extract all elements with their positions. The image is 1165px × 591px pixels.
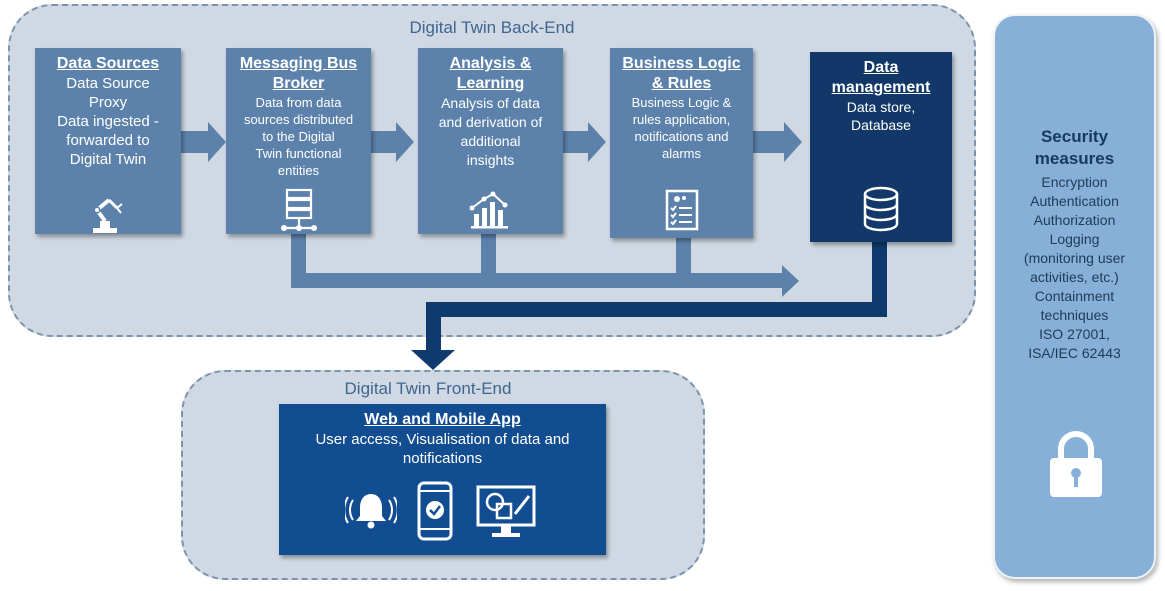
- security-item: Containment: [1034, 288, 1115, 304]
- security-item: (monitoring user: [1023, 250, 1126, 266]
- security-item: ISO 27001,: [1039, 326, 1110, 342]
- collector-bus-analysis: [481, 233, 496, 273]
- frontend-title: Digital Twin Front-End: [344, 379, 512, 398]
- analysis-learning-title: Analysis & Learning: [449, 55, 532, 92]
- arrow-broker-to-analysis: [371, 122, 414, 162]
- data-sources-box: Data Sources Data Source Proxy Data inge…: [35, 48, 181, 234]
- security-item: Encryption: [1041, 174, 1108, 190]
- web-mobile-app-box: Web and Mobile App User access, Visualis…: [279, 404, 606, 555]
- checklist-icon: [665, 189, 699, 231]
- business-logic-title: Business Logic & Rules: [622, 55, 741, 92]
- security-item: Logging: [1049, 231, 1100, 247]
- business-logic-body: Business Logic & rules application, noti…: [631, 95, 732, 161]
- security-item: ISA/IEC 62443: [1028, 345, 1121, 361]
- monitor-design-icon: [476, 485, 536, 537]
- robot-arm-icon: [93, 198, 123, 233]
- business-logic-box: Business Logic & Rules Business Logic & …: [610, 48, 753, 238]
- security-item: Authentication: [1030, 193, 1119, 209]
- server-network-icon: [281, 188, 317, 231]
- web-mobile-app-body: User access, Visualisation of data and n…: [315, 431, 570, 467]
- security-item: techniques: [1040, 307, 1109, 323]
- data-management-title: Data management: [831, 59, 931, 96]
- arrow-collector-to-management: [291, 265, 799, 297]
- collector-bus-logic: [676, 238, 691, 273]
- messaging-bus-box: Messaging Bus Broker Data from data sour…: [226, 48, 371, 234]
- bell-alarm-icon: [345, 494, 397, 529]
- smartphone-check-icon: [417, 481, 453, 541]
- data-sources-title: Data Sources: [56, 55, 160, 72]
- database-icon: [863, 186, 899, 232]
- security-items: Encryption Authentication Authorization …: [995, 173, 1154, 363]
- data-management-box: Data management Data store, Database: [810, 52, 952, 242]
- bar-chart-icon: [469, 191, 508, 229]
- web-mobile-app-title: Web and Mobile App: [364, 411, 521, 428]
- messaging-bus-body: Data from data sources distributed to th…: [243, 95, 354, 178]
- padlock-icon: [1050, 431, 1102, 497]
- security-item: activities, etc.): [1030, 269, 1119, 285]
- arrow-management-to-frontend: [411, 242, 887, 370]
- security-panel: Security measures Encryption Authenticat…: [993, 14, 1156, 579]
- arrow-analysis-to-logic: [563, 122, 606, 162]
- data-management-body: Data store, Database: [846, 99, 916, 133]
- data-sources-body: Data Source Proxy Data ingested - forwar…: [57, 75, 159, 168]
- backend-title: Digital Twin Back-End: [409, 18, 575, 37]
- arrow-logic-to-management: [753, 122, 802, 162]
- security-item: Authorization: [1033, 212, 1116, 228]
- security-title: Security measures: [1034, 127, 1115, 168]
- messaging-bus-title: Messaging Bus Broker: [239, 55, 358, 92]
- analysis-learning-box: Analysis & Learning Analysis of data and…: [418, 48, 563, 234]
- analysis-learning-body: Analysis of data and derivation of addit…: [438, 95, 543, 168]
- arrow-sources-to-broker: [181, 122, 226, 162]
